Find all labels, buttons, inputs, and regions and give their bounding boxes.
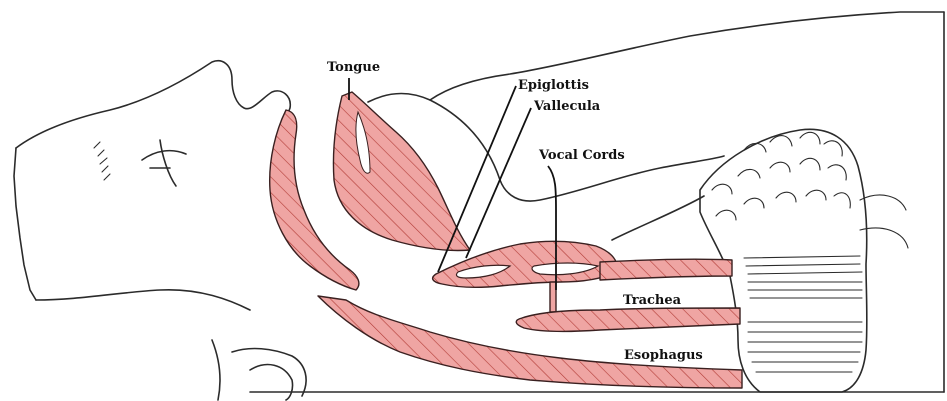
pharynx-wall (612, 196, 704, 240)
highlighted-structures (270, 92, 742, 388)
neck-inner-crease (250, 365, 293, 400)
label-tongue: Tongue (327, 60, 380, 75)
label-trachea: Trachea (623, 293, 682, 308)
epiglottis-leader (438, 86, 516, 272)
face-profile (16, 61, 290, 148)
vertebra-ribs-lower (748, 322, 862, 372)
label-epiglottis: Epiglottis (518, 78, 589, 93)
eye (142, 140, 186, 186)
tongue-region (333, 92, 470, 251)
neck-crease (232, 349, 306, 396)
head-left-edge (14, 148, 36, 300)
label-vocal-cords: Vocal Cords (538, 148, 625, 163)
vertebra-ribs-upper (744, 256, 862, 298)
jaw-line (36, 290, 250, 310)
label-esophagus: Esophagus (624, 348, 703, 363)
upper-airway-tube (600, 259, 732, 280)
head-crown (368, 12, 944, 102)
vertebra-curls (712, 132, 850, 220)
lower-neck (212, 340, 220, 400)
eyelashes (94, 142, 110, 180)
label-vallecula: Vallecula (533, 99, 601, 114)
